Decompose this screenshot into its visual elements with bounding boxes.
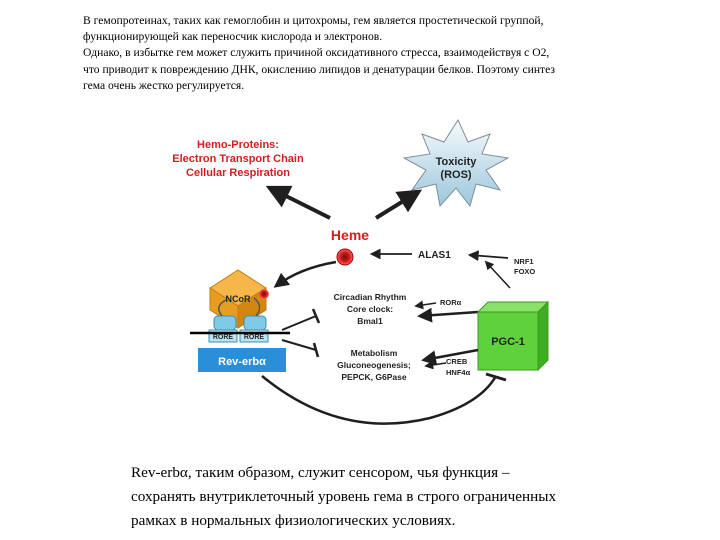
intro-line: что приводит к повреждению ДНК, окислени… xyxy=(83,62,555,76)
heme-bound-icon xyxy=(259,289,269,299)
hnf4-label: HNF4α xyxy=(446,368,471,377)
caption-line: Rev-erbα, таким образом, служит сенсором… xyxy=(131,464,510,481)
inhibit-bar xyxy=(311,308,321,324)
ncor-label: NCoR xyxy=(226,294,251,304)
circadian-label: Circadian Rhythm xyxy=(334,292,407,302)
inhibit-circadian xyxy=(281,315,317,331)
heme-label: Heme xyxy=(331,227,369,243)
toxicity-label: (ROS) xyxy=(440,169,472,181)
heme-molecule-icon xyxy=(336,248,354,266)
toxicity-starburst xyxy=(402,118,510,208)
hemo-proteins-label: Cellular Respiration xyxy=(186,167,290,179)
rore-left-label: RORE xyxy=(213,334,234,341)
hemo-proteins-label: Electron Transport Chain xyxy=(172,153,304,165)
inhibit-metabolism xyxy=(281,339,317,351)
pgc1-label: PGC-1 xyxy=(491,336,525,348)
caption-line: рамках в нормальных физиологических усло… xyxy=(131,512,456,529)
nrf1-label: NRF1 xyxy=(514,257,534,266)
hemo-proteins-label: Hemo-Proteins: xyxy=(197,139,279,151)
circadian-label: Core clock: xyxy=(347,304,393,314)
ror-alpha-label: RORα xyxy=(440,298,462,307)
feedback-inhibition-arc xyxy=(261,375,498,425)
arrow-ror-to-circadian xyxy=(414,300,437,310)
metabolism-label: Metabolism xyxy=(351,348,398,358)
rev-erb-box xyxy=(198,348,286,372)
caption-text: Rev-erbα, таким образом, служит сенсором… xyxy=(131,461,691,533)
arrow-pgc1-to-metabolism xyxy=(421,348,479,366)
intro-text: В гемопротеинах, таких как гемоглобин и … xyxy=(83,13,683,94)
arrow-pgc1-to-alas1 xyxy=(484,260,511,289)
intro-line: функционирующей как переносчик кислорода… xyxy=(83,30,383,44)
caption-line: сохранять внутриклеточный уровень гема в… xyxy=(131,488,557,505)
inhibit-bar xyxy=(312,342,320,358)
arrow-pgc1-to-circadian xyxy=(417,307,479,323)
arrow-heme-to-toxicity xyxy=(374,189,423,220)
arrow-heme-to-ncor xyxy=(273,260,337,288)
rev-erb-label: Rev-erbα xyxy=(218,356,266,368)
alas1-label: ALAS1 xyxy=(418,250,451,261)
inhibit-bar xyxy=(485,372,507,382)
intro-line: Однако, в избытке гем может служить прич… xyxy=(83,46,550,60)
foxo-label: FOXO xyxy=(514,267,535,276)
rore-right-label: RORE xyxy=(244,334,265,341)
arrow-nrf1-to-alas1 xyxy=(467,250,509,262)
intro-line: В гемопротеинах, таких как гемоглобин и … xyxy=(83,14,544,27)
toxicity-label: Toxicity xyxy=(436,156,478,168)
intro-line: гема очень жестко регулируется. xyxy=(83,78,245,92)
creb-label: CREB xyxy=(446,357,468,366)
arrow-heme-to-hemoproteins xyxy=(265,185,331,220)
metabolism-label: Gluconeogenesis; xyxy=(337,360,411,370)
metabolism-label: PEPCK, G6Pase xyxy=(341,372,406,382)
circadian-label: Bmal1 xyxy=(357,316,383,326)
pgc1-cube xyxy=(476,300,550,372)
arrow-creb-to-metabolism xyxy=(424,360,447,370)
